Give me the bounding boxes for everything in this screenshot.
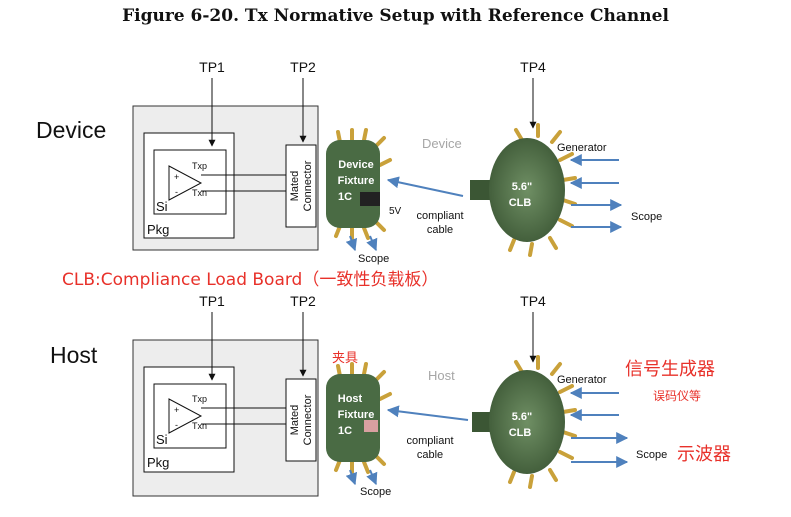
device-cable-arrow (386, 176, 464, 197)
host-fixture-label-1: Host (338, 393, 363, 405)
device-clb-label-1: 5.6" (512, 181, 533, 193)
device-generator-label: Generator (557, 142, 607, 154)
host-section: Host + - Txp Txn Si Pkg Mated Connector … (50, 293, 731, 498)
host-scope-bottom-arrow (345, 469, 358, 486)
host-cable-arrow (386, 405, 469, 421)
device-section-label: Device (36, 117, 106, 143)
device-channel-label: Device (422, 136, 462, 151)
host-fixture-note-cn: 夹具 (332, 351, 358, 366)
device-scope-bottom-arrow (345, 235, 358, 252)
device-amplifier-icon (168, 165, 203, 201)
host-pkg-label: Pkg (147, 455, 169, 470)
device-txp-label: Txp (192, 161, 207, 171)
device-minus: - (175, 187, 178, 197)
device-mated-label-1: Mated (289, 171, 301, 202)
host-txn-label: Txn (192, 421, 207, 431)
device-cable-label-1: compliant (416, 210, 463, 222)
device-fixture-label-1: Device (338, 159, 373, 171)
device-cable-label-2: cable (427, 224, 453, 236)
host-fixture-label-3: 1C (338, 425, 352, 437)
device-tp2-label: TP2 (290, 59, 316, 75)
host-tp1-label: TP1 (199, 293, 225, 309)
host-fixture-board: Host Fixture 1C (326, 362, 392, 474)
device-scope-bottom-label: Scope (358, 253, 389, 265)
host-section-label: Host (50, 342, 98, 368)
host-txp-label: Txp (192, 394, 207, 404)
host-plus: + (174, 405, 179, 415)
host-fixture-label-2: Fixture (338, 409, 375, 421)
host-generator-cn-sub: 误码仪等 (653, 389, 701, 403)
device-voltage-label: 5V (389, 206, 402, 217)
host-scope-bottom-arrow-2 (366, 469, 378, 486)
host-scope-bottom-label: Scope (360, 486, 391, 498)
device-plus: + (174, 172, 179, 182)
host-mated-label-1: Mated (289, 405, 301, 436)
device-pkg-label: Pkg (147, 222, 169, 237)
device-fixture-board: Device Fixture 1C (326, 128, 392, 240)
host-si-label: Si (156, 432, 168, 447)
device-fixture-label-2: Fixture (338, 175, 375, 187)
host-clb-board: 5.6" CLB (472, 355, 577, 489)
host-generator-cn: 信号生成器 (625, 359, 715, 380)
host-tp4-label: TP4 (520, 293, 546, 309)
host-scope-cn: 示波器 (677, 444, 731, 465)
device-txn-label: Txn (192, 188, 207, 198)
host-generator-label: Generator (557, 374, 607, 386)
device-scope-right-label: Scope (631, 211, 662, 223)
host-cable-label-1: compliant (406, 435, 453, 447)
host-mated-connector (285, 378, 317, 462)
host-mated-label-2: Connector (302, 394, 314, 445)
device-clb-label-2: CLB (509, 197, 532, 209)
device-fixture-label-3: 1C (338, 191, 352, 203)
host-scope-right-label: Scope (636, 449, 667, 461)
figure-title: Figure 6-20. Tx Normative Setup with Ref… (122, 6, 669, 26)
host-clb-label-1: 5.6" (512, 411, 533, 423)
host-tp2-label: TP2 (290, 293, 316, 309)
device-tp4-label: TP4 (520, 59, 546, 75)
device-scope-bottom-arrow-2 (366, 235, 378, 252)
device-mated-connector (285, 144, 317, 228)
device-clb-board: 5.6" CLB (470, 123, 577, 257)
host-channel-label: Host (428, 368, 455, 383)
device-tp1-label: TP1 (199, 59, 225, 75)
device-section: Device + - Txp Txn Si Pkg Mated Connecto… (36, 59, 662, 265)
clb-annotation: CLB:Compliance Load Board（一致性负载板） (62, 270, 438, 290)
host-clb-label-2: CLB (509, 427, 532, 439)
host-amplifier-icon (168, 398, 203, 434)
host-cable-label-2: cable (417, 449, 443, 461)
device-mated-label-2: Connector (302, 160, 314, 211)
device-si-label: Si (156, 199, 168, 214)
host-minus: - (175, 420, 178, 430)
